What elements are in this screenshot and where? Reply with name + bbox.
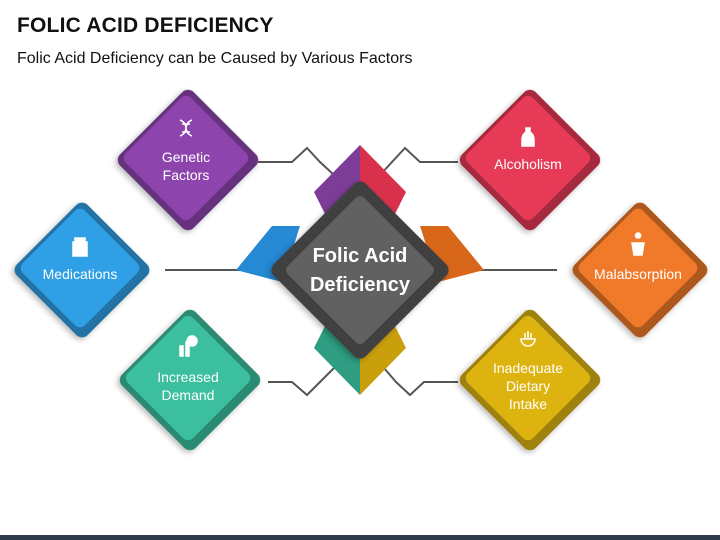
diamond-demand <box>125 315 251 441</box>
diamond-dietary <box>465 315 591 441</box>
food-icon <box>520 331 536 347</box>
label-medications: Medications <box>25 265 135 283</box>
dna-icon <box>179 119 193 137</box>
label-malabsorption-line: Malabsorption <box>594 266 682 282</box>
label-dietary-line: Dietary <box>505 378 551 394</box>
connector-alcoholism <box>379 146 458 176</box>
label-alcoholism: Alcoholism <box>473 155 583 173</box>
page-title: FOLIC ACID DEFICIENCY <box>17 14 274 37</box>
label-alcoholism-line: Alcoholism <box>494 156 562 172</box>
medicine-bottle-icon <box>72 237 88 257</box>
alcohol-bottle-icon <box>521 127 535 147</box>
label-dietary-line: Inadequate <box>492 360 564 376</box>
diamond-malabsorption <box>578 208 698 328</box>
bottom-bar <box>0 535 720 540</box>
label-malabsorption: Malabsorption <box>583 265 693 283</box>
body-absorption-icon <box>631 232 645 256</box>
label-medications-line: Medications <box>42 266 118 282</box>
label-demand-line: Increased <box>157 369 219 385</box>
connector-dietary <box>383 367 458 397</box>
connector-genetic <box>258 146 335 176</box>
label-genetic-line: Genetic <box>161 149 211 165</box>
diamond-genetic <box>123 95 249 221</box>
label-demand-line: Demand <box>161 387 215 403</box>
demand-growth-icon <box>179 335 198 357</box>
diamond-medications <box>20 208 140 328</box>
connector-demand <box>268 367 335 397</box>
label-genetic-line: Factors <box>162 167 210 183</box>
label-dietary-line: Intake <box>508 396 548 412</box>
diamond-alcoholism <box>465 95 591 221</box>
page-subtitle: Folic Acid Deficiency can be Caused by V… <box>17 50 413 67</box>
center-diamond <box>271 181 449 359</box>
